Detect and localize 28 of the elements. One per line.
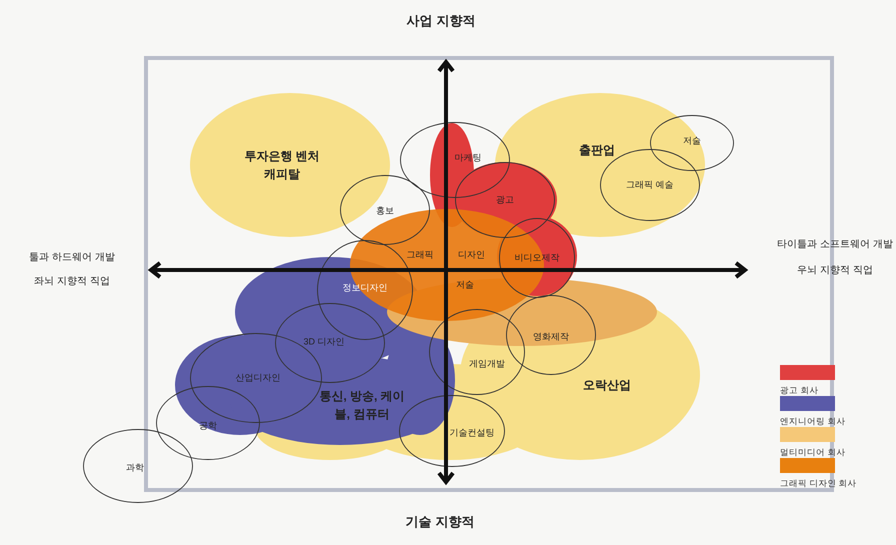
axis-label: 우뇌 지향적 직업 — [797, 264, 873, 277]
legend-label: 광고 회사 — [780, 385, 818, 397]
area-label: 3D 디자인 — [304, 335, 344, 348]
area-label: 출판업 — [579, 142, 615, 159]
area-label: 기술컨설팅 — [450, 426, 494, 440]
area-label: 투자은행 벤처 캐피탈 — [243, 148, 321, 183]
axis-label: 좌뇌 지향적 직업 — [34, 275, 110, 288]
area-label: 홍보 — [376, 204, 394, 218]
area-label: 저술 — [683, 134, 701, 148]
area-label: 과학 — [126, 461, 144, 474]
area-label: 광고 — [496, 193, 514, 206]
axis-label: 저술 — [456, 278, 474, 292]
axis-title: 사업 지향적 — [406, 12, 476, 30]
axis-label: 툴과 하드웨어 개발 — [29, 251, 115, 264]
axis-title: 기술 지향적 — [406, 513, 474, 531]
area-label: 공학 — [199, 419, 217, 432]
area-label: 그래픽 예술 — [626, 178, 674, 192]
legend-label: 멀티미디어 회사 — [780, 447, 846, 459]
legend-label: 그래픽 디자인 회사 — [780, 478, 857, 490]
area-label: 영화제작 — [533, 330, 569, 344]
area-label: 게임개발 — [469, 357, 505, 370]
area-label: 그래픽 디자인 — [406, 248, 486, 262]
legend-label: 엔지니어링 회사 — [780, 416, 846, 428]
area-label: 오락산업 — [583, 377, 631, 394]
axis-label: 타이틀과 소프트웨어 개발 — [777, 238, 893, 251]
area-label: 통신, 방송, 케이블, 컴퓨터 — [318, 388, 406, 423]
area-label: 산업디자인 — [236, 371, 280, 384]
area-label: 비디오제작 — [514, 251, 560, 264]
